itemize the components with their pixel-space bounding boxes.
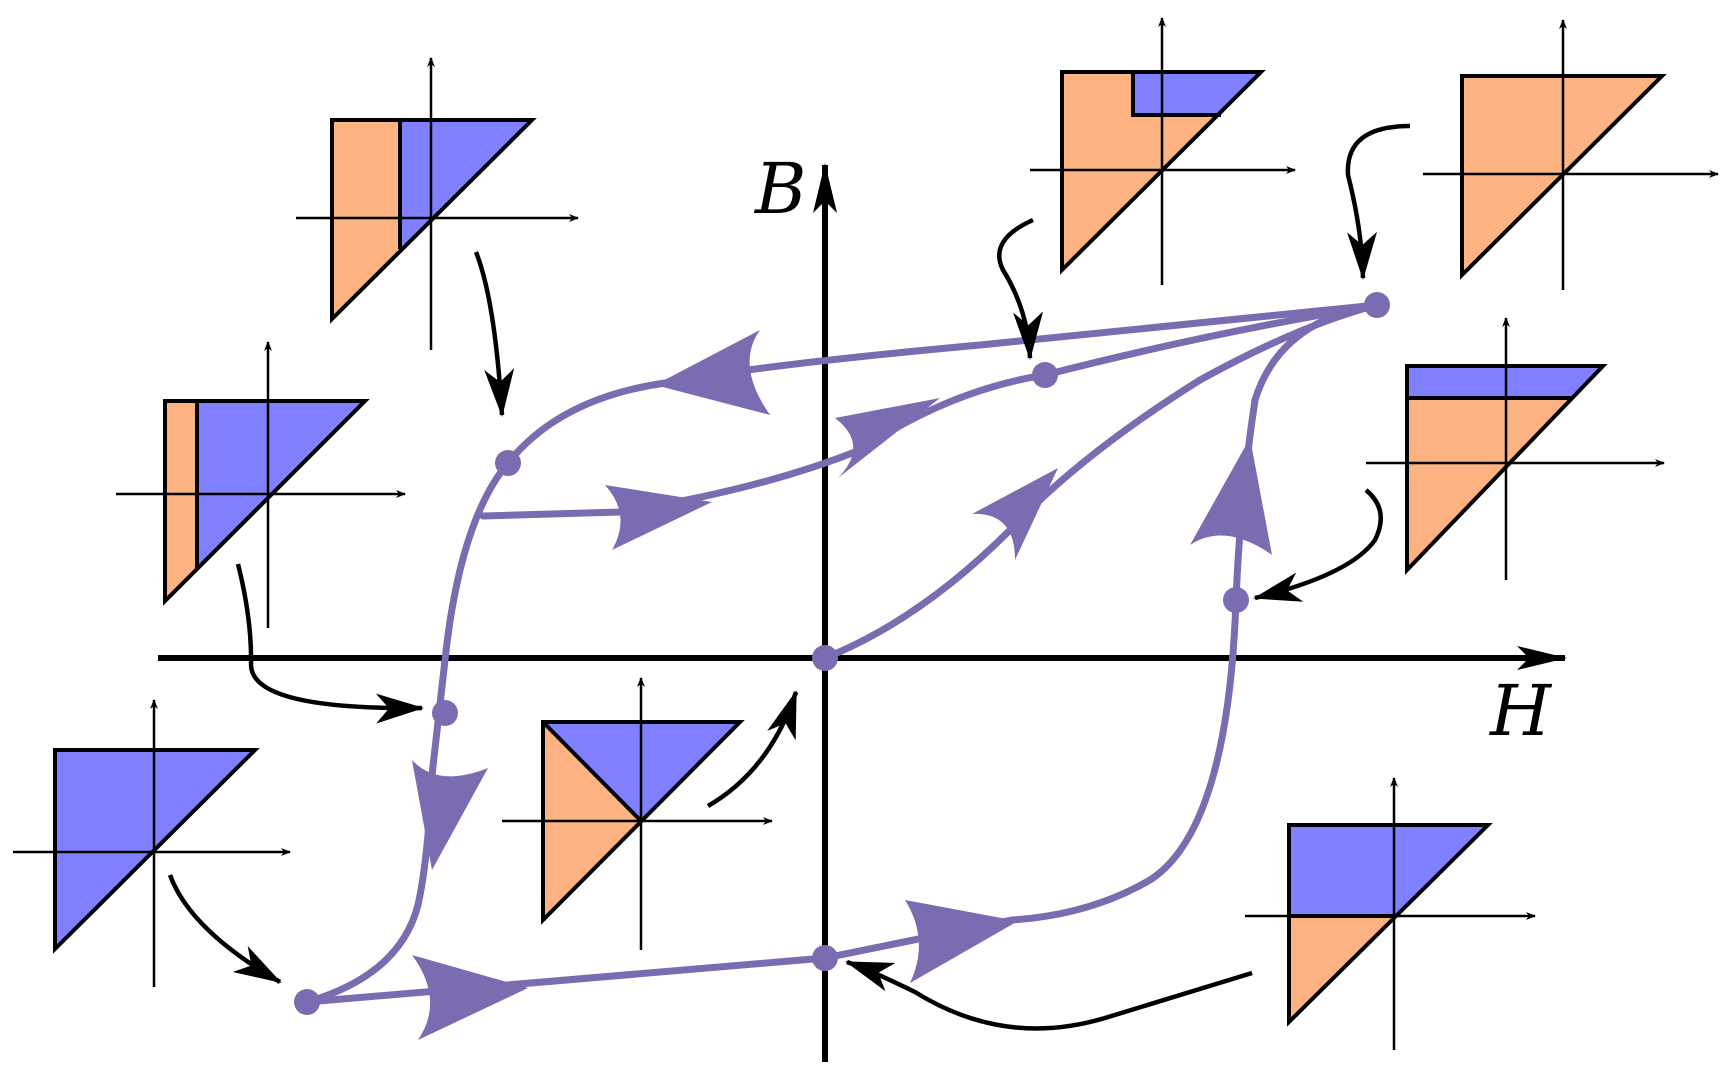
arrowhead-bottom-right — [412, 955, 528, 1040]
diagonal-divider — [541, 720, 643, 823]
curve-left-branch — [303, 459, 512, 1006]
curve-minor-upper — [479, 301, 1381, 520]
point-negative-saturation — [294, 989, 320, 1015]
arrowhead-right-up — [1190, 438, 1272, 555]
inset-left-middle — [116, 341, 406, 628]
curve-arrowheads — [412, 330, 1272, 1040]
pointer-saturated — [1345, 123, 1411, 280]
inset-lower-left — [13, 699, 291, 987]
pointer-lower-left — [167, 874, 282, 984]
h-axis-label: H — [1488, 670, 1553, 752]
arrowhead-top-left — [655, 330, 770, 415]
inset-upper-right-partial — [1030, 17, 1296, 285]
point-positive-saturation — [1364, 292, 1390, 318]
blue-region — [1289, 825, 1488, 916]
arrowhead-minor-left — [605, 485, 712, 550]
curve-bottom-ascending — [303, 301, 1381, 1006]
pointer-center — [706, 690, 799, 808]
arrowhead-left-down — [412, 760, 488, 870]
point-left-reversal — [495, 450, 521, 476]
point-right-reversal — [1223, 587, 1249, 613]
pointer-lower-right — [845, 959, 1253, 1031]
pointer-upper-left — [473, 251, 515, 417]
arrowhead-bottom-mid-right — [905, 900, 1018, 983]
inset-upper-right-saturated — [1423, 19, 1719, 290]
b-axis-label: B — [753, 148, 806, 230]
orange-region — [165, 401, 197, 601]
pointer-right-middle — [1253, 488, 1384, 602]
inset-right-middle — [1366, 317, 1665, 580]
pointer-left-middle — [235, 563, 424, 724]
inset-upper-left — [296, 57, 579, 350]
hysteresis-curves — [303, 301, 1381, 1006]
arrowhead-virgin-up — [972, 468, 1058, 560]
pointer-arrows — [167, 123, 1411, 1031]
point-bottom-crossing — [812, 945, 838, 971]
divider — [1131, 72, 1221, 117]
triangle-outline — [163, 399, 370, 606]
triangle-outline — [1287, 823, 1493, 1027]
main-axes: H B — [158, 148, 1567, 1062]
pointer-upper-right-partial — [997, 217, 1044, 360]
curve-virgin — [821, 301, 1381, 662]
orange-region — [332, 120, 400, 319]
inset-lower-right — [1245, 777, 1536, 1050]
point-left-crossing — [432, 700, 458, 726]
inset-center-origin — [502, 677, 773, 950]
point-upper-reversal — [1032, 362, 1058, 388]
turning-points — [294, 292, 1390, 1015]
point-origin — [812, 645, 838, 671]
arrowhead-minor-mid — [835, 398, 940, 478]
